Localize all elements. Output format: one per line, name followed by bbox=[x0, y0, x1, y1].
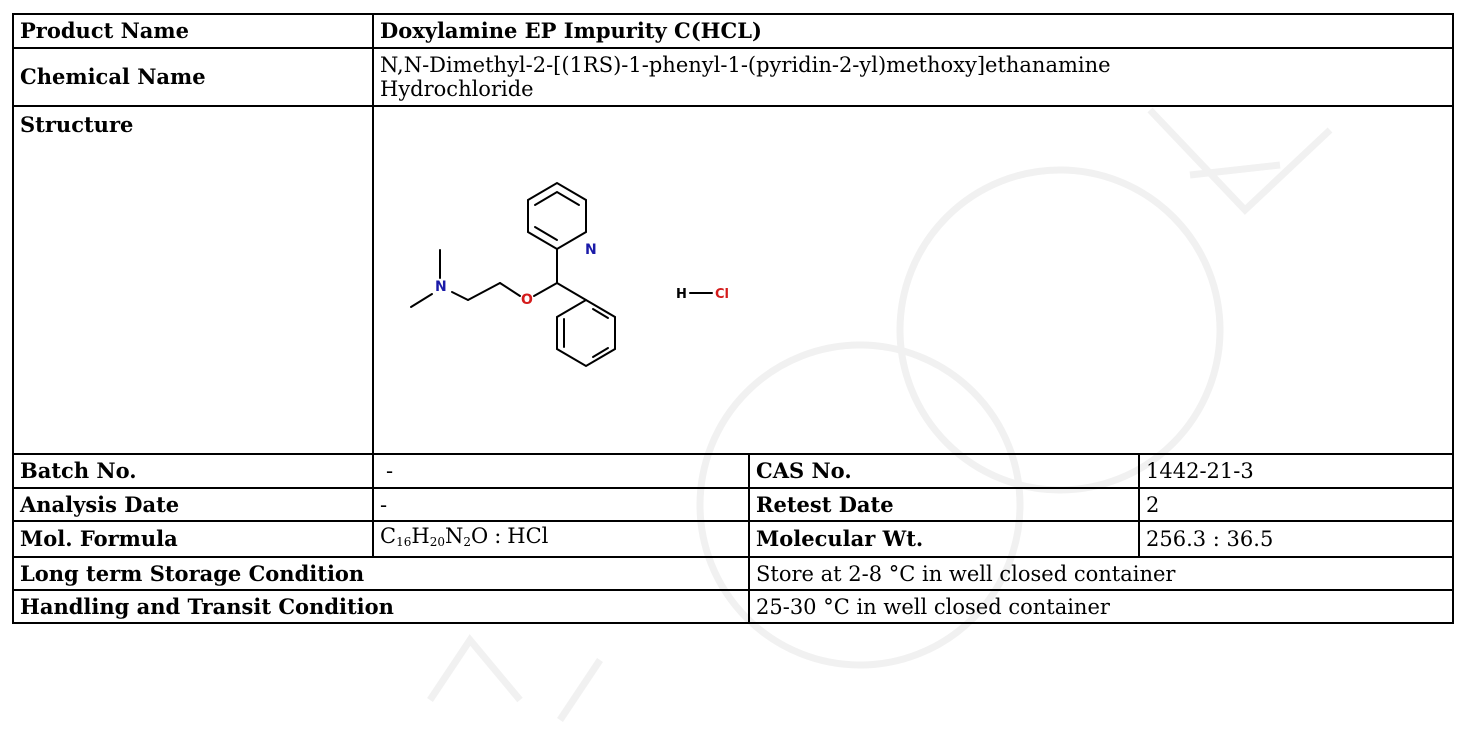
batch-no-label: Batch No. bbox=[12, 453, 374, 489]
structure-cell: N O N H Cl bbox=[371, 105, 1455, 455]
formula-carbon: C bbox=[380, 524, 397, 548]
retest-date-value: 2 bbox=[1137, 487, 1455, 522]
atom-oxygen: O bbox=[521, 292, 533, 308]
row-handling: Handling and Transit Condition 25-30 °C … bbox=[12, 589, 1455, 624]
formula-hydrogen: H bbox=[411, 524, 430, 548]
formula-hydrogen-count: 20 bbox=[429, 535, 445, 549]
row-product-name: Product Name Doxylamine EP Impurity C(HC… bbox=[12, 13, 1455, 49]
atom-amine-nitrogen: N bbox=[435, 279, 447, 295]
row-dates: Analysis Date - Retest Date 2 bbox=[12, 487, 1455, 522]
mol-formula-value: C16H20N2O:HCl bbox=[372, 520, 750, 558]
row-batch-cas: Batch No. - CAS No. 1442-21-3 bbox=[12, 453, 1455, 489]
cas-no-value: 1442-21-3 bbox=[1137, 453, 1455, 489]
atom-chlorine: Cl bbox=[715, 287, 729, 302]
formula-nitrogen-count: 2 bbox=[463, 535, 471, 549]
handling-value: 25-30 °C in well closed container bbox=[747, 589, 1455, 624]
row-formula-weight: Mol. Formula C16H20N2O:HCl Molecular Wt.… bbox=[12, 520, 1455, 558]
product-name-label: Product Name bbox=[12, 13, 374, 49]
cas-no-label: CAS No. bbox=[748, 453, 1140, 489]
formula-salt: HCl bbox=[507, 524, 549, 548]
retest-date-label: Retest Date bbox=[748, 487, 1140, 522]
analysis-date-value: - bbox=[372, 487, 750, 522]
formula-separator: : bbox=[494, 524, 502, 548]
chemical-name-label: Chemical Name bbox=[12, 47, 374, 107]
structure-diagram: N O N H Cl bbox=[410, 181, 729, 368]
analysis-date-label: Analysis Date bbox=[12, 487, 374, 522]
handling-label: Handling and Transit Condition bbox=[12, 589, 750, 624]
batch-no-value: - bbox=[372, 453, 750, 489]
structure-label: Structure bbox=[12, 105, 374, 455]
mol-formula-label: Mol. Formula bbox=[12, 520, 374, 558]
formula-nitrogen: N bbox=[444, 524, 464, 548]
formula-oxygen: O bbox=[470, 524, 489, 548]
product-name-value: Doxylamine EP Impurity C(HCL) bbox=[371, 13, 1455, 49]
storage-value: Store at 2-8 °C in well closed container bbox=[747, 556, 1455, 591]
chemical-name-line1: N,N-Dimethyl-2-[(1RS)-1-phenyl-1-(pyridi… bbox=[380, 53, 1111, 77]
mol-wt-label: Molecular Wt. bbox=[748, 520, 1140, 558]
storage-label: Long term Storage Condition bbox=[12, 556, 750, 591]
chemical-name-value: N,N-Dimethyl-2-[(1RS)-1-phenyl-1-(pyridi… bbox=[371, 47, 1455, 107]
certificate-table: Product Name Doxylamine EP Impurity C(HC… bbox=[12, 13, 1455, 624]
mol-wt-value: 256.3 : 36.5 bbox=[1137, 520, 1455, 558]
atom-hydrogen: H bbox=[676, 287, 687, 302]
chemical-name-line2: Hydrochloride bbox=[380, 77, 534, 101]
row-storage: Long term Storage Condition Store at 2-8… bbox=[12, 556, 1455, 591]
row-structure: Structure bbox=[12, 105, 1455, 455]
row-chemical-name: Chemical Name N,N-Dimethyl-2-[(1RS)-1-ph… bbox=[12, 47, 1455, 107]
atom-pyridine-nitrogen: N bbox=[585, 242, 597, 258]
formula-carbon-count: 16 bbox=[396, 535, 412, 549]
